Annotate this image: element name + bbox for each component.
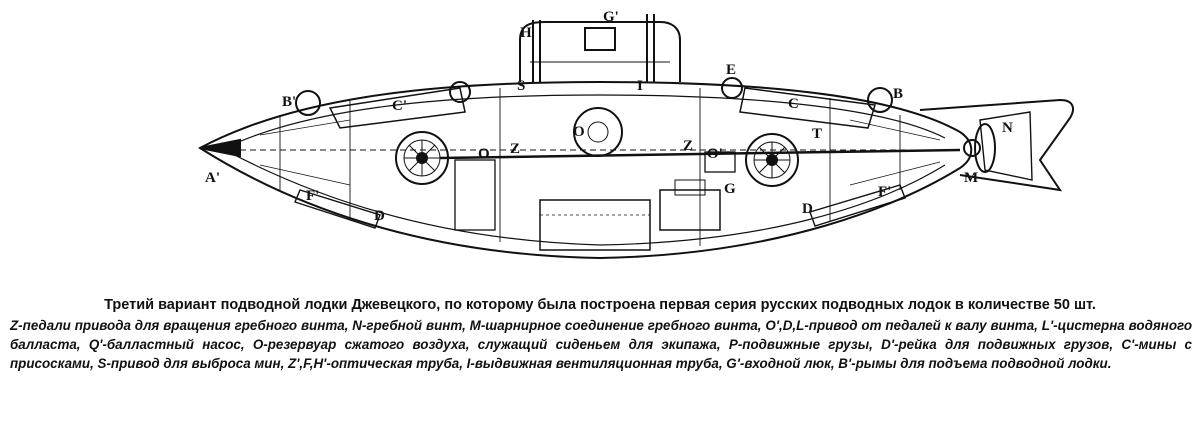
pedal-gear-left xyxy=(454,159,496,231)
label-g-top: G' xyxy=(603,9,619,25)
label-n: N xyxy=(1002,120,1013,136)
rudder xyxy=(979,111,1033,181)
label-f-right: F' xyxy=(878,184,891,200)
label-c-right: C xyxy=(788,96,799,112)
label-t: T xyxy=(812,126,822,142)
mine-right xyxy=(739,87,876,129)
caption-title: Третий вариант подводной лодки Джевецког… xyxy=(104,297,1096,313)
label-a: A' xyxy=(205,170,220,186)
label-e: E xyxy=(726,62,736,78)
label-d-right: D xyxy=(802,201,813,217)
label-c-left: C' xyxy=(392,98,407,114)
hull-frames xyxy=(279,88,901,246)
label-o1: O xyxy=(478,146,490,162)
label-b-left: B' xyxy=(282,94,296,110)
label-o2: O' xyxy=(707,146,723,162)
rail-right xyxy=(809,184,906,227)
label-g: G xyxy=(724,181,736,197)
label-b-right: B xyxy=(893,86,903,102)
hull-outline xyxy=(198,80,973,260)
submarine-cross-section-drawing: A' B' B C' C F' F' D D E G G' H I S O O … xyxy=(198,9,1074,260)
bow-tip xyxy=(199,138,241,158)
label-z2: Z xyxy=(683,138,693,154)
bracing xyxy=(259,119,941,186)
label-m: M xyxy=(964,170,978,186)
label-h: H xyxy=(520,25,532,41)
mine-left xyxy=(328,87,466,129)
ballast-tank xyxy=(539,199,651,251)
caption-legend: Z-педали привода для вращения гребного в… xyxy=(10,318,1192,371)
label-d-left: D xyxy=(374,208,385,224)
propeller-hub xyxy=(963,139,981,157)
rail-left xyxy=(294,189,381,229)
conning-tower xyxy=(519,21,681,82)
hatch-cap-f xyxy=(449,81,471,103)
propeller xyxy=(974,123,996,173)
lifting-ring-left xyxy=(295,90,321,116)
label-s: S xyxy=(517,78,525,94)
hatch xyxy=(584,27,616,51)
flywheel-right xyxy=(745,133,799,187)
stern-fin xyxy=(919,98,1074,192)
label-z1: Z xyxy=(510,141,520,157)
pedal-gear-right xyxy=(704,151,736,173)
label-o-top: O xyxy=(573,124,585,140)
label-i: I xyxy=(637,78,643,94)
label-f-left: F' xyxy=(306,188,319,204)
pump-block xyxy=(659,189,721,231)
lifting-ring-right xyxy=(867,87,893,113)
hatch-cap-e xyxy=(721,77,743,99)
